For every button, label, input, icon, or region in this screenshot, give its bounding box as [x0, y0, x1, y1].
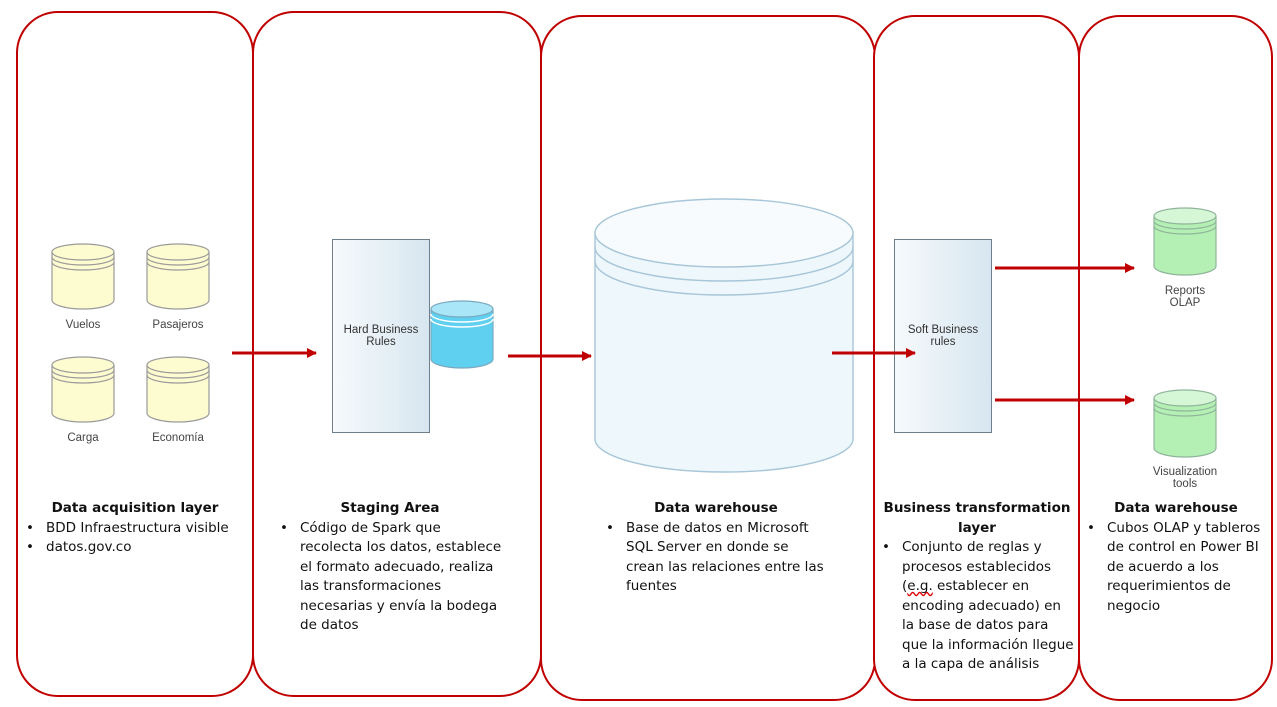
- bullet-item: datos.gov.co: [26, 538, 246, 558]
- database-icon-economia: [146, 356, 210, 423]
- bullet-text-suffix: establecer en encoding adecuado) en la b…: [902, 578, 1074, 672]
- text-data-warehouse: Data warehouse Base de datos en Microsof…: [604, 499, 828, 597]
- staging-database-icon: [430, 300, 494, 369]
- panel-title: Business transformation layer: [883, 500, 1071, 536]
- spellcheck-underlined-text: e.g.: [907, 578, 933, 594]
- text-data-warehouse-output: Data warehouse Cubos OLAP y tableros de …: [1085, 499, 1267, 616]
- panel-title: Data acquisition layer: [51, 500, 219, 516]
- reports-olap-database-icon: [1153, 207, 1217, 276]
- database-icon-vuelos: [51, 243, 115, 310]
- bullet-item: Cubos OLAP y tableros de control en Powe…: [1087, 519, 1267, 617]
- reports-olap-label: Reports OLAP: [1164, 285, 1206, 309]
- panel-title: Staging Area: [340, 500, 440, 516]
- bullet-item: Base de datos en Microsoft SQL Server en…: [606, 519, 828, 597]
- panel-title: Data warehouse: [654, 500, 778, 516]
- soft-business-rules-label: Soft Business rules: [907, 324, 979, 348]
- source-label-pasajeros: Pasajeros: [152, 319, 204, 331]
- text-business-transformation: Business transformation layer Conjunto d…: [880, 499, 1074, 675]
- bullet-item: Conjunto de reglas y procesos establecid…: [882, 538, 1074, 675]
- bullet-item: Código de Spark que recolecta los datos,…: [280, 519, 502, 636]
- panel-title: Data warehouse: [1114, 500, 1238, 516]
- hard-business-rules-label: Hard Business Rules: [343, 324, 419, 348]
- source-label-carga: Carga: [67, 432, 99, 444]
- visualization-tools-database-icon: [1153, 389, 1217, 458]
- text-data-acquisition: Data acquisition layer BDD Infraestructu…: [24, 499, 246, 558]
- source-label-economia: Economía: [152, 432, 204, 444]
- bullet-item: BDD Infraestructura visible: [26, 519, 246, 539]
- soft-business-rules-box: [894, 239, 992, 433]
- source-label-vuelos: Vuelos: [65, 319, 101, 331]
- panel-data-acquisition: [16, 11, 254, 697]
- database-icon-pasajeros: [146, 243, 210, 310]
- bullet-text-prefix: Conjunto de reglas y procesos establecid…: [902, 539, 1051, 594]
- hard-business-rules-box: [332, 239, 430, 433]
- visualization-tools-label: Visualization tools: [1152, 466, 1218, 490]
- text-staging-area: Staging Area Código de Spark que recolec…: [278, 499, 502, 636]
- data-warehouse-database-icon: [594, 198, 854, 473]
- database-icon-carga: [51, 356, 115, 423]
